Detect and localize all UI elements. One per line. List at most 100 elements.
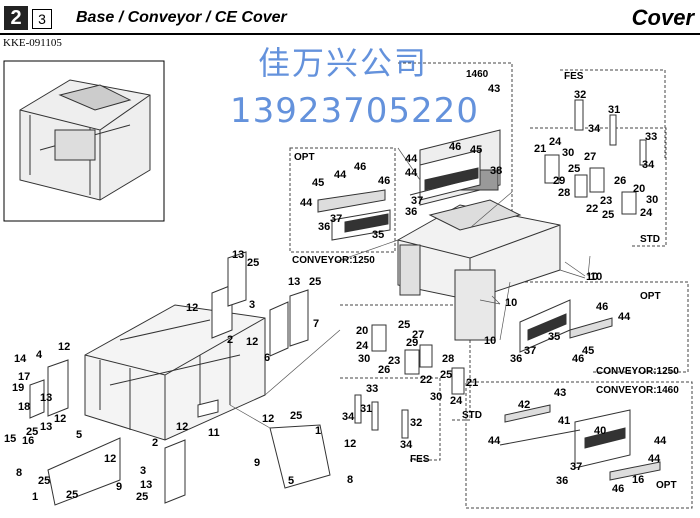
callout-number: 13: [232, 249, 244, 261]
callout-number: 3: [249, 299, 255, 311]
callout-number: 7: [313, 318, 319, 330]
callout-number: 25: [38, 475, 50, 487]
callout-number: 25: [290, 410, 302, 422]
callout-number: 21: [534, 143, 546, 155]
callout-number: 13: [40, 421, 52, 433]
label-conveyor-1460-bottom: CONVEYOR:1460: [596, 385, 679, 396]
callout-number: 44: [648, 453, 661, 465]
callout-number: 44: [488, 435, 501, 447]
std-top-group: [530, 127, 667, 247]
callout-number: 18: [18, 401, 30, 413]
callout-number: 12: [246, 336, 258, 348]
callout-number: 46: [612, 483, 624, 495]
callout-number: 25: [247, 257, 259, 269]
callout-number: 32: [410, 417, 422, 429]
callout-number: 46: [354, 161, 366, 173]
callout-number: 11: [208, 427, 220, 439]
label-opt-bottom: OPT: [656, 480, 677, 491]
callout-number: 41: [558, 415, 570, 427]
callout-number: 5: [76, 429, 82, 441]
callout-number: 42: [518, 399, 530, 411]
callout-number: 13: [288, 276, 300, 288]
callout-number: 24: [549, 136, 562, 148]
label-opt-mid: OPT: [640, 291, 661, 302]
opt-top-left-group: [289, 147, 396, 253]
callout-number: 28: [442, 353, 454, 365]
callout-number: 35: [548, 331, 560, 343]
callout-number: 36: [318, 221, 330, 233]
callout-number: 36: [556, 475, 568, 487]
callout-number: 31: [360, 403, 372, 415]
category-title: Cover: [631, 5, 694, 30]
callout-number: 25: [568, 163, 580, 175]
callout-number: 12: [344, 438, 356, 450]
leader-lines: [229, 147, 591, 429]
ce-covers: [29, 251, 331, 506]
callout-number: 29: [406, 337, 418, 349]
callout-number: 21: [466, 377, 478, 389]
callout-number: 45: [582, 345, 594, 357]
conveyor-1460-bottom-group: [465, 381, 693, 509]
callout-number: 34: [400, 439, 413, 451]
callout-number: 46: [596, 301, 608, 313]
callout-number: 20: [356, 325, 368, 337]
callout-number: 33: [366, 383, 378, 395]
callout-number: 5: [288, 475, 294, 487]
callout-number: 24: [356, 340, 369, 352]
callout-number: 37: [411, 195, 423, 207]
callout-number: 19: [12, 382, 24, 394]
callout-number: 1: [315, 425, 321, 437]
std-mid-parts: [371, 324, 465, 395]
callout-number: 25: [440, 369, 452, 381]
callout-number: 27: [584, 151, 596, 163]
callout-number: 44: [300, 197, 313, 209]
label-conveyor-1460-top: 1460: [466, 69, 489, 80]
callout-number: 10: [586, 271, 598, 283]
label-std-mid: STD: [462, 410, 482, 421]
callout-number: 40: [594, 425, 606, 437]
label-fes-mid: FES: [410, 454, 430, 465]
callout-number: 17: [18, 371, 30, 383]
fes-top-group: [560, 69, 666, 160]
callout-number: 24: [640, 207, 653, 219]
callout-number: 34: [342, 411, 355, 423]
label-conveyor-1250-top: CONVEYOR:1250: [292, 255, 375, 266]
callout-number: 25: [136, 491, 148, 503]
callout-number: 30: [646, 194, 658, 206]
callout-number: 10: [484, 335, 496, 347]
machine-thumbnail: [19, 79, 151, 201]
callout-number: 12: [104, 453, 116, 465]
fes-top-parts: [574, 99, 647, 166]
callout-number: 44: [618, 311, 631, 323]
callout-number: 22: [586, 203, 598, 215]
callout-number: 37: [330, 213, 342, 225]
opt-rail-top: [317, 189, 391, 241]
callout-number: 12: [54, 413, 66, 425]
callout-number: 24: [450, 395, 463, 407]
callout-number: 13: [40, 392, 52, 404]
document-code: KKE-091105: [3, 37, 62, 49]
callout-number: 9: [254, 457, 260, 469]
callout-number: 2: [152, 437, 158, 449]
callout-number: 3: [140, 465, 146, 477]
callout-number: 25: [398, 319, 410, 331]
fes-mid-group: [340, 377, 441, 461]
callout-number: 23: [388, 355, 400, 367]
callout-number: 1: [32, 491, 38, 503]
callout-number: 12: [176, 421, 188, 433]
callout-number: 12: [186, 302, 198, 314]
callout-number: 26: [378, 364, 390, 376]
callout-number: 15: [4, 433, 16, 445]
callout-number: 10: [590, 271, 602, 283]
callout-number: 36: [510, 353, 522, 365]
callout-number: 45: [312, 177, 324, 189]
opt-mid-group: [510, 281, 689, 373]
conveyor-1460-bottom-part: [499, 404, 661, 481]
callout-number: 30: [430, 391, 442, 403]
callout-number: 27: [412, 329, 424, 341]
callout-number: 25: [309, 276, 321, 288]
callout-number: 33: [645, 131, 657, 143]
label-std-top: STD: [640, 234, 660, 245]
